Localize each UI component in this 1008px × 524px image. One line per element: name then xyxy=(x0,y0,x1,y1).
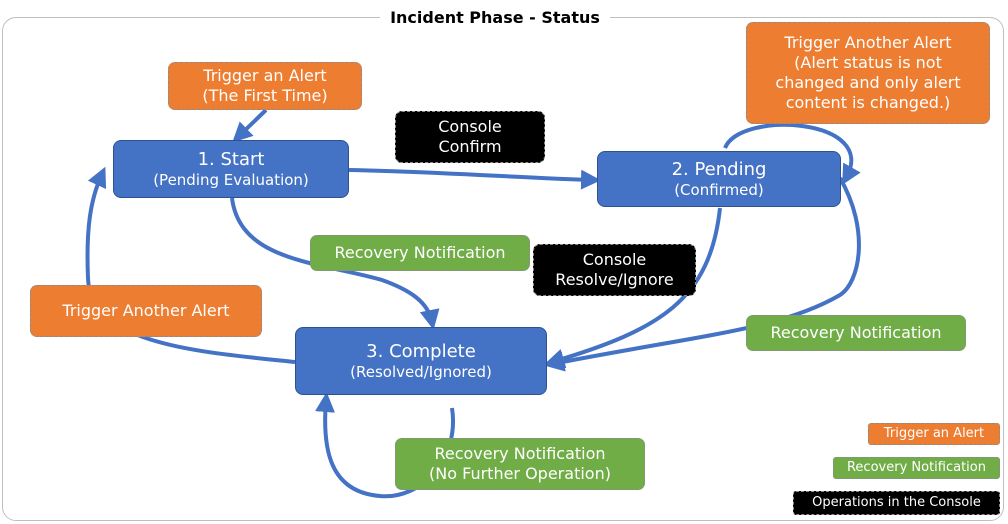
arrow-pending-self-loop xyxy=(723,122,861,185)
label-trigger-first-alert: Trigger an Alert (The First Time) xyxy=(168,62,362,110)
legend-console: Operations in the Console xyxy=(793,491,1000,515)
label-recovery-complete-line1: Recovery Notification xyxy=(434,444,606,463)
label-recovery-pending-text: Recovery Notification xyxy=(770,323,942,342)
arrow-trigger-first-to-start xyxy=(232,108,268,143)
state-pending-subtitle: (Confirmed) xyxy=(674,180,764,199)
state-complete-subtitle: (Resolved/Ignored) xyxy=(350,362,492,381)
state-start: 1. Start (Pending Evaluation) xyxy=(113,140,349,198)
label-trigger-another-pending-line2: (Alert status is not xyxy=(794,53,942,72)
label-trigger-another-pending-line4: content is changed.) xyxy=(785,93,951,112)
label-trigger-another-pending: Trigger Another Alert (Alert status is n… xyxy=(746,22,990,124)
label-trigger-another-complete: Trigger Another Alert xyxy=(30,285,262,337)
label-recovery-start-text: Recovery Notification xyxy=(334,243,506,262)
label-trigger-another-complete-text: Trigger Another Alert xyxy=(62,301,230,320)
label-trigger-another-pending-line1: Trigger Another Alert xyxy=(784,33,952,52)
label-console-confirm: Console Confirm xyxy=(395,111,545,163)
state-complete: 3. Complete (Resolved/Ignored) xyxy=(295,327,547,395)
legend-trigger: Trigger an Alert xyxy=(868,423,1000,445)
label-recovery-complete: Recovery Notification (No Further Operat… xyxy=(395,438,645,490)
label-trigger-first-line2: (The First Time) xyxy=(202,86,328,105)
legend-recovery: Recovery Notification xyxy=(833,457,1000,479)
arrow-start-to-complete xyxy=(230,197,440,330)
diagram-title: Incident Phase - Status xyxy=(380,6,610,30)
label-recovery-complete-line2: (No Further Operation) xyxy=(429,464,611,483)
label-trigger-another-pending-line3: changed and only alert xyxy=(775,73,961,92)
state-start-title: 1. Start xyxy=(197,148,265,170)
label-console-resolve: Console Resolve/Ignore xyxy=(533,244,696,296)
state-pending-title: 2. Pending xyxy=(671,158,767,180)
arrow-pending-to-complete-console xyxy=(544,207,722,369)
arrow-pending-to-complete-recovery xyxy=(544,177,861,372)
label-console-resolve-line2: Resolve/Ignore xyxy=(555,270,674,289)
label-console-resolve-line1: Console xyxy=(582,250,647,269)
label-recovery-start: Recovery Notification xyxy=(310,235,530,271)
state-start-subtitle: (Pending Evaluation) xyxy=(153,170,309,189)
label-console-confirm-line2: Confirm xyxy=(438,137,502,156)
legend-recovery-text: Recovery Notification xyxy=(846,460,986,475)
label-console-confirm-line1: Console xyxy=(438,117,502,136)
legend-console-text: Operations in the Console xyxy=(812,495,981,510)
label-trigger-first-line1: Trigger an Alert xyxy=(203,66,327,85)
state-pending: 2. Pending (Confirmed) xyxy=(597,151,841,207)
legend-trigger-text: Trigger an Alert xyxy=(883,426,985,441)
arrow-start-to-pending xyxy=(348,168,601,190)
state-complete-title: 3. Complete xyxy=(366,340,476,362)
label-recovery-pending: Recovery Notification xyxy=(746,315,966,351)
